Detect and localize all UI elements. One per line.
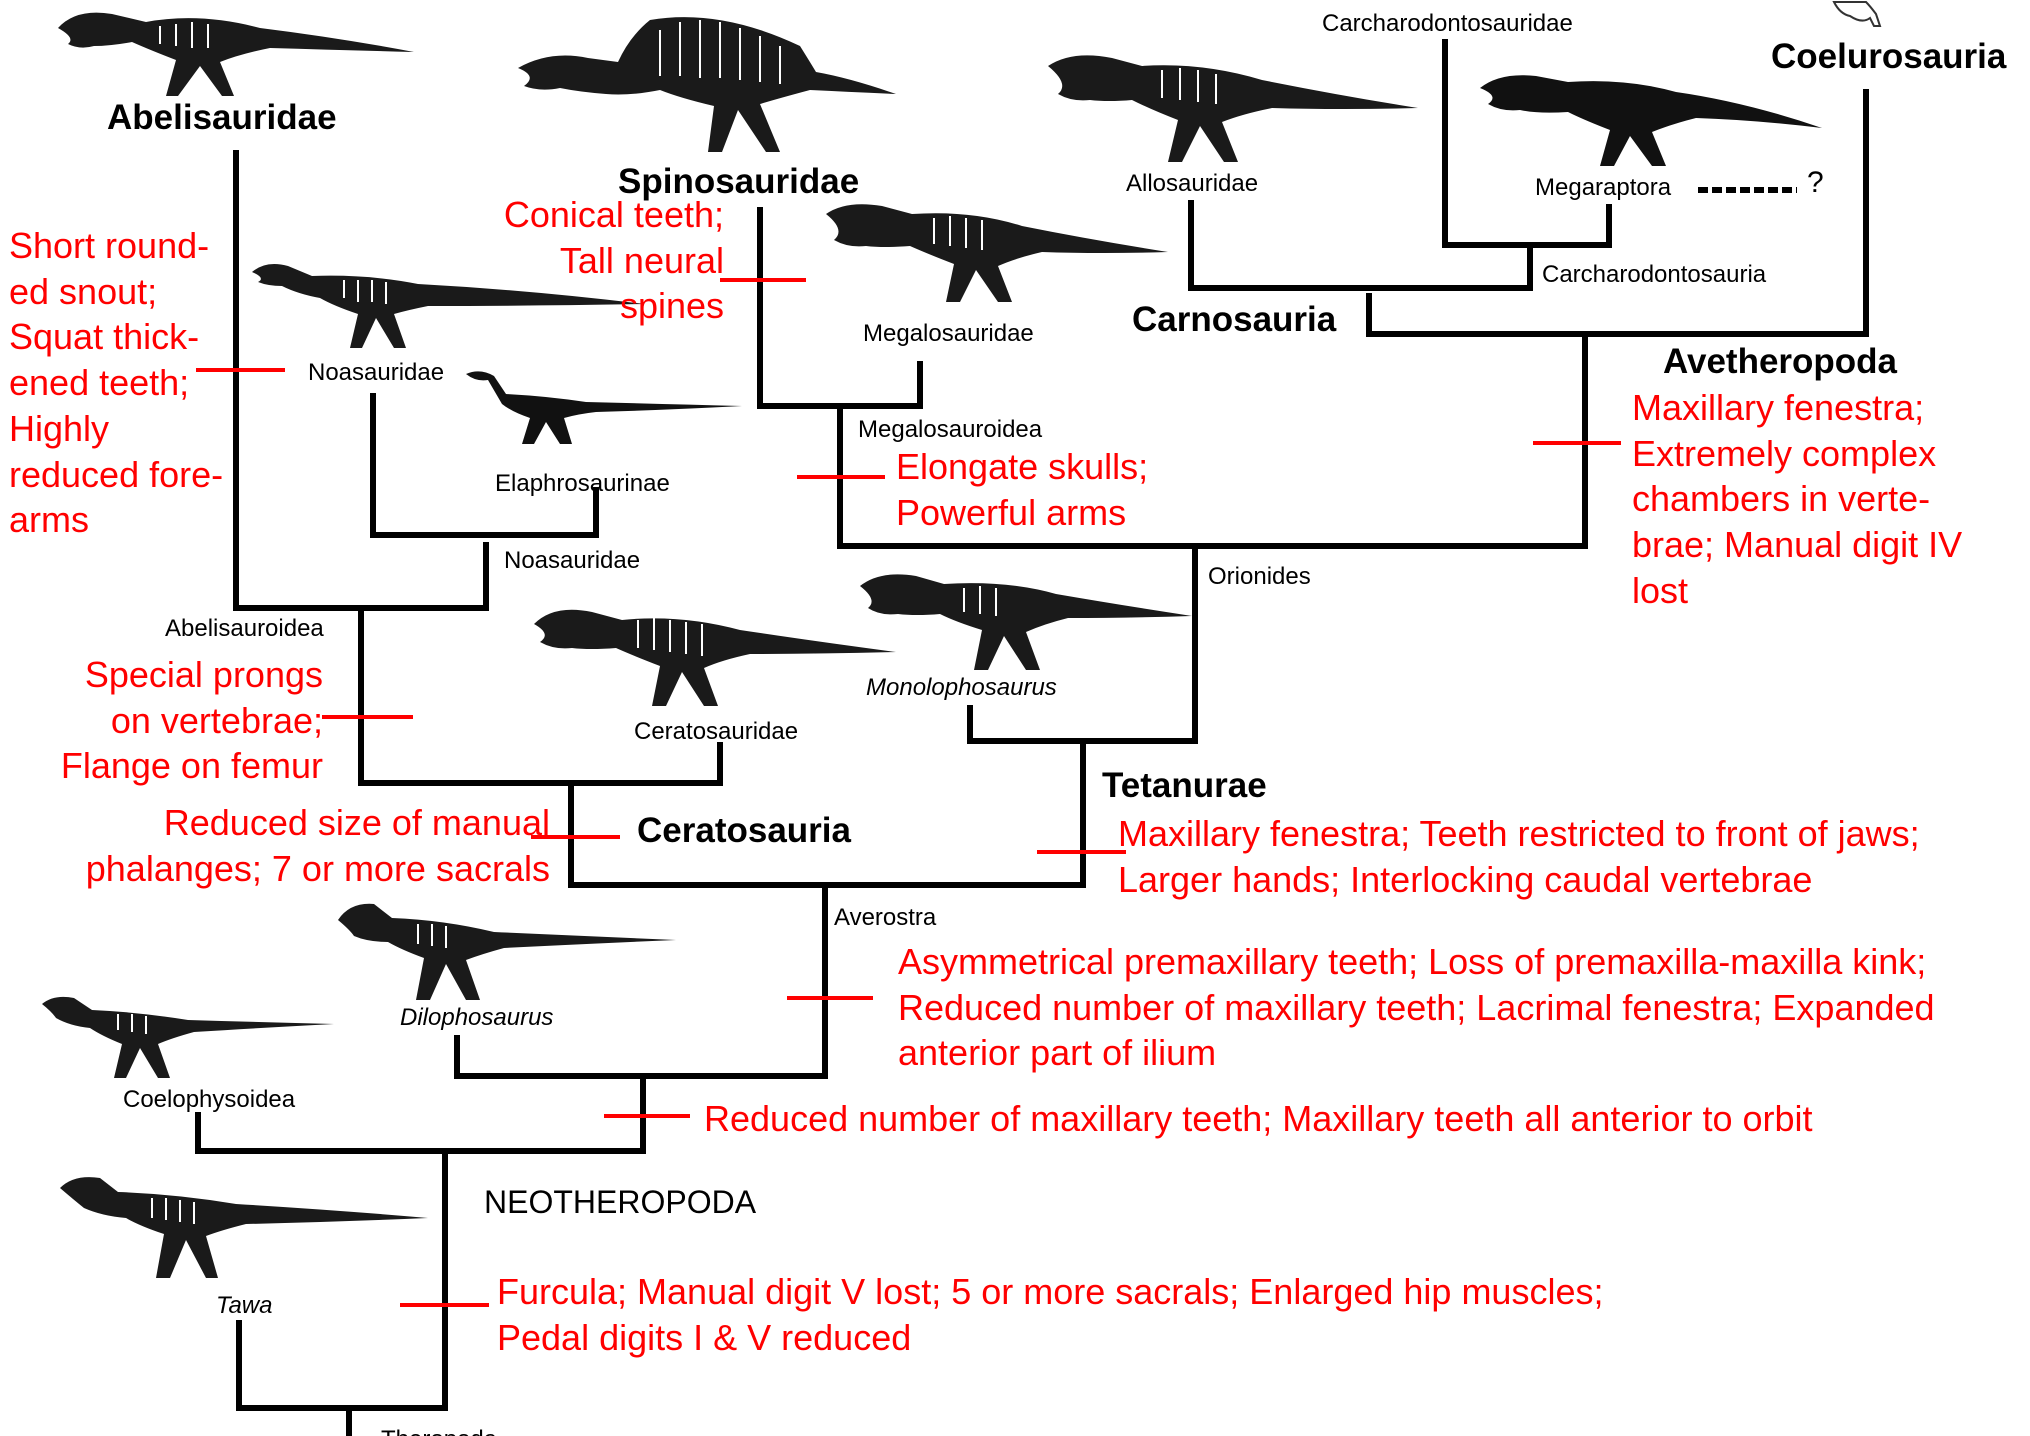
- clade-label-orionides: Orionides: [1208, 563, 1311, 591]
- elaphrosaurine-silhouette: [446, 366, 746, 446]
- clade-label-noasauridae-tip: Noasauridae: [308, 359, 444, 387]
- clade-label-elaphrosaurinae: Elaphrosaurinae: [495, 470, 670, 498]
- taxon-label-monolophosaurus: Monolophosaurus: [866, 674, 1057, 702]
- clade-label-abelisauroidea: Abelisauroidea: [165, 615, 324, 643]
- clade-label-abelisauridae: Abelisauridae: [107, 98, 337, 138]
- clade-label-carnosauria: Carnosauria: [1132, 300, 1336, 340]
- allosaurid-silhouette: [1042, 46, 1422, 166]
- traits-abelisauridae: Short round- ed snout; Squat thick- ened…: [9, 223, 223, 543]
- clade-label-tetanurae: Tetanurae: [1102, 766, 1267, 806]
- clade-label-neotheropoda: NEOTHEROPODA: [484, 1184, 756, 1221]
- clade-label-coelurosauria: Coelurosauria: [1771, 37, 2006, 77]
- dilophosaurus-silhouette: [334, 896, 680, 1002]
- clade-label-carcharodontosauridae: Carcharodontosauridae: [1322, 10, 1573, 38]
- clade-label-ceratosauria: Ceratosauria: [637, 811, 851, 851]
- clade-label-theropoda: Theropoda: [381, 1426, 497, 1436]
- tawa-silhouette: [56, 1170, 432, 1280]
- clade-label-ceratosauridae: Ceratosauridae: [634, 718, 798, 746]
- clade-label-averostra: Averostra: [834, 904, 936, 932]
- clade-label-megalosauroidea: Megalosauroidea: [858, 416, 1042, 444]
- traits-averostra: Asymmetrical premaxillary teeth; Loss of…: [898, 939, 1935, 1076]
- ceratosaurid-silhouette: [530, 598, 900, 708]
- uncertain-placement-mark: ?: [1807, 166, 1824, 201]
- abelisaurid-silhouette: [50, 0, 420, 100]
- traits-spinosauridae: Conical teeth; Tall neural spines: [504, 192, 724, 329]
- coelophysoid-silhouette: [38, 990, 338, 1080]
- clade-label-allosauridae: Allosauridae: [1126, 170, 1258, 198]
- clade-label-carcharodontosauria: Carcharodontosauria: [1542, 261, 1766, 289]
- traits-tetanurae: Maxillary fenestra; Teeth restricted to …: [1118, 811, 1920, 902]
- taxon-label-dilophosaurus: Dilophosaurus: [400, 1004, 553, 1032]
- traits-neotheropoda-upper: Reduced number of maxillary teeth; Maxil…: [704, 1096, 1813, 1142]
- monolophosaurus-silhouette: [856, 566, 1196, 672]
- traits-ceratosauria: Reduced size of manual phalanges; 7 or m…: [86, 800, 550, 891]
- taxon-label-tawa: Tawa: [216, 1292, 272, 1320]
- clade-label-coelophysoidea: Coelophysoidea: [123, 1086, 295, 1114]
- traits-neotheropoda: Furcula; Manual digit V lost; 5 or more …: [497, 1269, 1603, 1360]
- traits-abelisauroidea: Special prongs on vertebrae; Flange on f…: [61, 652, 323, 789]
- megalosaurid-silhouette: [822, 196, 1172, 306]
- traits-megalosauroidea: Elongate skulls; Powerful arms: [896, 444, 1148, 535]
- traits-avetheropoda: Maxillary fenestra; Extremely complex ch…: [1632, 385, 1962, 614]
- spinosaurid-silhouette: [510, 6, 900, 156]
- clade-label-noasauridae-node: Noasauridae: [504, 547, 640, 575]
- clade-label-avetheropoda: Avetheropoda: [1663, 342, 1897, 382]
- clade-label-megaraptora: Megaraptora: [1535, 174, 1671, 202]
- coelurosaur-partial-silhouette: [1830, 0, 1890, 30]
- clade-label-megalosauridae: Megalosauridae: [863, 320, 1034, 348]
